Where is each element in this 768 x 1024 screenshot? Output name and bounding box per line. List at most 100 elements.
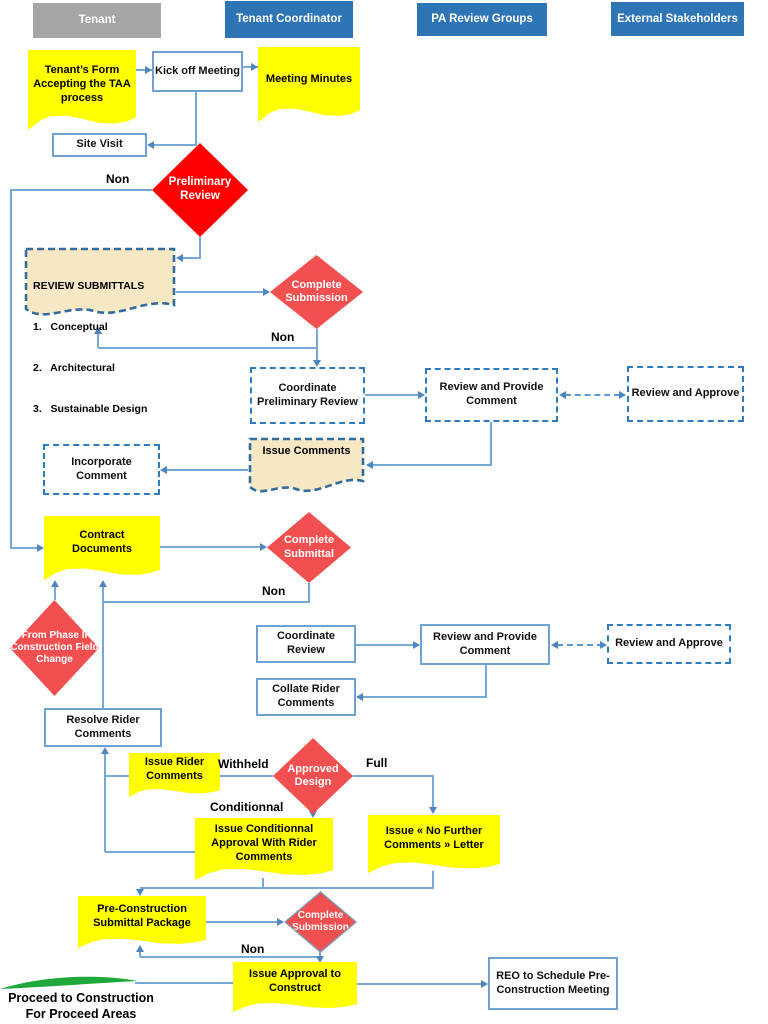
arrowhead [481,980,488,988]
connector [262,878,264,889]
connector [139,951,141,957]
node-label: Issue « No Further Comments » Letter [384,825,484,851]
connector [176,291,265,293]
node-label: Resolve Rider Comments [66,713,140,740]
connector [361,696,486,698]
connector [136,69,152,71]
node-collate-rider-comments: Collate Rider Comments [256,678,356,716]
decision-preliminary-review: Preliminary Review [152,143,248,237]
connector-non-submission2 [140,956,320,958]
lane-header-tenant: Tenant [33,3,161,38]
node-pre-construction-package: Pre-Construction Submittal Package [78,896,206,948]
connector [140,887,433,889]
node-label: Review and Provide Comment [433,630,537,657]
connector [102,586,104,708]
arrowhead [619,391,626,399]
node-title: REVIEW SUBMITTALS [33,280,145,293]
node-contract-documents: Contract Documents [44,516,160,580]
decision-approved-design: Approved Design [273,738,353,814]
connector-non-submission [98,347,317,349]
arrowhead [136,945,144,952]
node-label: Issue Rider Comments [144,756,205,782]
edge-label-non-1: Non [106,172,130,186]
node-review-provide-comment-2: Review and Provide Comment [420,624,550,665]
connector [432,775,434,808]
node-label: Complete Submission [292,910,349,933]
edge-label-conditional: Conditionnal [210,800,284,814]
node-label: Review and Provide Comment [439,381,544,407]
arrowhead [366,461,373,469]
arrowhead [136,889,144,896]
edge-label-non-4: Non [241,942,265,956]
arrowhead [37,544,44,552]
node-site-visit: Site Visit [52,133,147,157]
arrowhead [160,466,167,474]
node-coordinate-preliminary-review: Coordinate Preliminary Review [250,367,365,424]
connector [160,546,262,548]
connector [10,189,12,549]
connector [199,237,201,259]
arrowhead [313,360,321,367]
node-kick-off-meeting: Kick off Meeting [152,51,243,92]
connector [370,464,491,466]
connector-non-submittal [103,601,309,603]
edge-label-full: Full [366,756,388,770]
decision-complete-submission-2: Complete Submission [284,891,357,953]
proceed-construction-label: Proceed to Construction For Proceed Area… [2,991,160,1022]
arrowhead [356,693,363,701]
node-label: Issue Comments [262,445,351,457]
decision-complete-submittal: Complete Submittal [267,512,351,583]
node-review-approve-1: Review and Approve [627,366,744,422]
list-item: 1. Conceptual [33,321,108,334]
arrowhead [260,543,267,551]
node-label: Site Visit [76,138,123,151]
lane-label: External Stakeholders [617,12,738,25]
connector-dashed [565,394,620,396]
connector [11,547,40,549]
node-label: Issue Conditionnal Approval With Rider C… [211,823,317,863]
connector-full [353,775,433,777]
arrowhead [309,811,317,818]
arrowhead [277,918,284,926]
arrowhead [147,141,154,149]
list-item: 2. Architectural [33,362,115,375]
node-issue-comments: Issue Comments [248,437,365,501]
node-label: From Phase II Construction Field Change [10,630,99,665]
node-issue-approval-construct: Issue Approval to Construct [233,962,357,1012]
arrowhead [176,254,183,262]
connector [490,422,492,466]
edge-label-non-2: Non [271,330,295,344]
node-label: Proceed to Construction For Proceed Area… [8,991,154,1021]
node-label: Complete Submittal [283,534,335,560]
connector [319,951,321,958]
lane-header-pa-review-groups: PA Review Groups [417,3,547,36]
node-label: Tenant’s Form Accepting the TAA process [33,64,131,104]
node-issue-no-further-comments: Issue « No Further Comments » Letter [368,815,500,873]
arrowhead [101,747,109,754]
node-review-provide-comment-1: Review and Provide Comment [425,368,558,422]
arrowhead [559,391,566,399]
node-label: Pre-Construction Submittal Package [93,903,191,929]
lane-header-external-stakeholders: External Stakeholders [611,2,744,36]
arrowhead [251,63,258,71]
node-label: Review and Approve [615,637,723,650]
edge-label-non-3: Non [262,584,286,598]
node-label: REO to Schedule Pre-Construction Meeting [496,969,610,996]
connector [308,583,310,603]
node-issue-conditional-approval: Issue Conditionnal Approval With Rider C… [195,818,333,880]
node-label: Issue Approval to Construct [249,968,341,994]
node-label: Preliminary Review [168,176,232,202]
proceed-swoosh-icon [0,974,140,992]
connector [316,329,318,362]
connector [181,257,200,259]
connector [206,921,279,923]
arrowhead [316,956,324,963]
node-label: Incorporate Comment [71,455,132,482]
node-label: Contract Documents [72,529,132,555]
node-label: Meeting Minutes [265,72,353,85]
node-label: Coordinate Review [276,630,336,656]
connector [97,333,99,348]
connector [150,144,196,146]
connector [195,92,197,146]
